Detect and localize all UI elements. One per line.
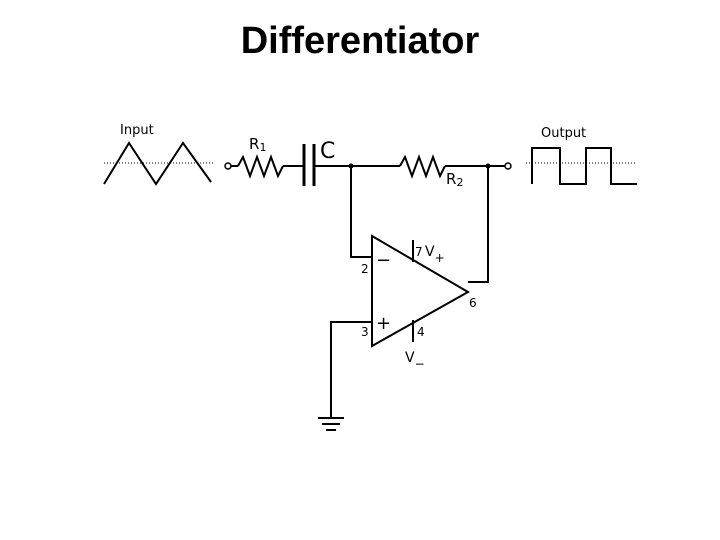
capacitor-c	[302, 144, 316, 186]
input-waveform	[103, 141, 214, 186]
slide-title: Differentiator	[240, 20, 480, 62]
r2-label: R2	[446, 170, 463, 189]
ground-icon	[318, 417, 344, 431]
pin-3-label: 3	[361, 325, 369, 339]
pin-6-label: 6	[469, 296, 477, 310]
noninverting-input-sign: +	[376, 313, 391, 334]
capacitor-label: C	[320, 139, 335, 164]
output-label: Output	[541, 126, 586, 141]
vplus-label: V+	[425, 244, 445, 265]
op-amp	[371, 234, 471, 348]
r1-resistor	[237, 154, 284, 179]
r2-feedback-resistor	[399, 154, 446, 179]
vminus-label: V−	[405, 350, 425, 371]
pin-2-label: 2	[361, 262, 369, 276]
input-terminal	[224, 162, 232, 170]
inverting-input-sign: −	[376, 250, 391, 271]
output-terminal	[504, 162, 512, 170]
pin-7-label: 7	[415, 245, 423, 259]
pin-4-label: 4	[417, 325, 425, 339]
output-waveform	[526, 147, 637, 185]
input-label: Input	[120, 123, 154, 138]
r1-label: R1	[249, 135, 266, 154]
